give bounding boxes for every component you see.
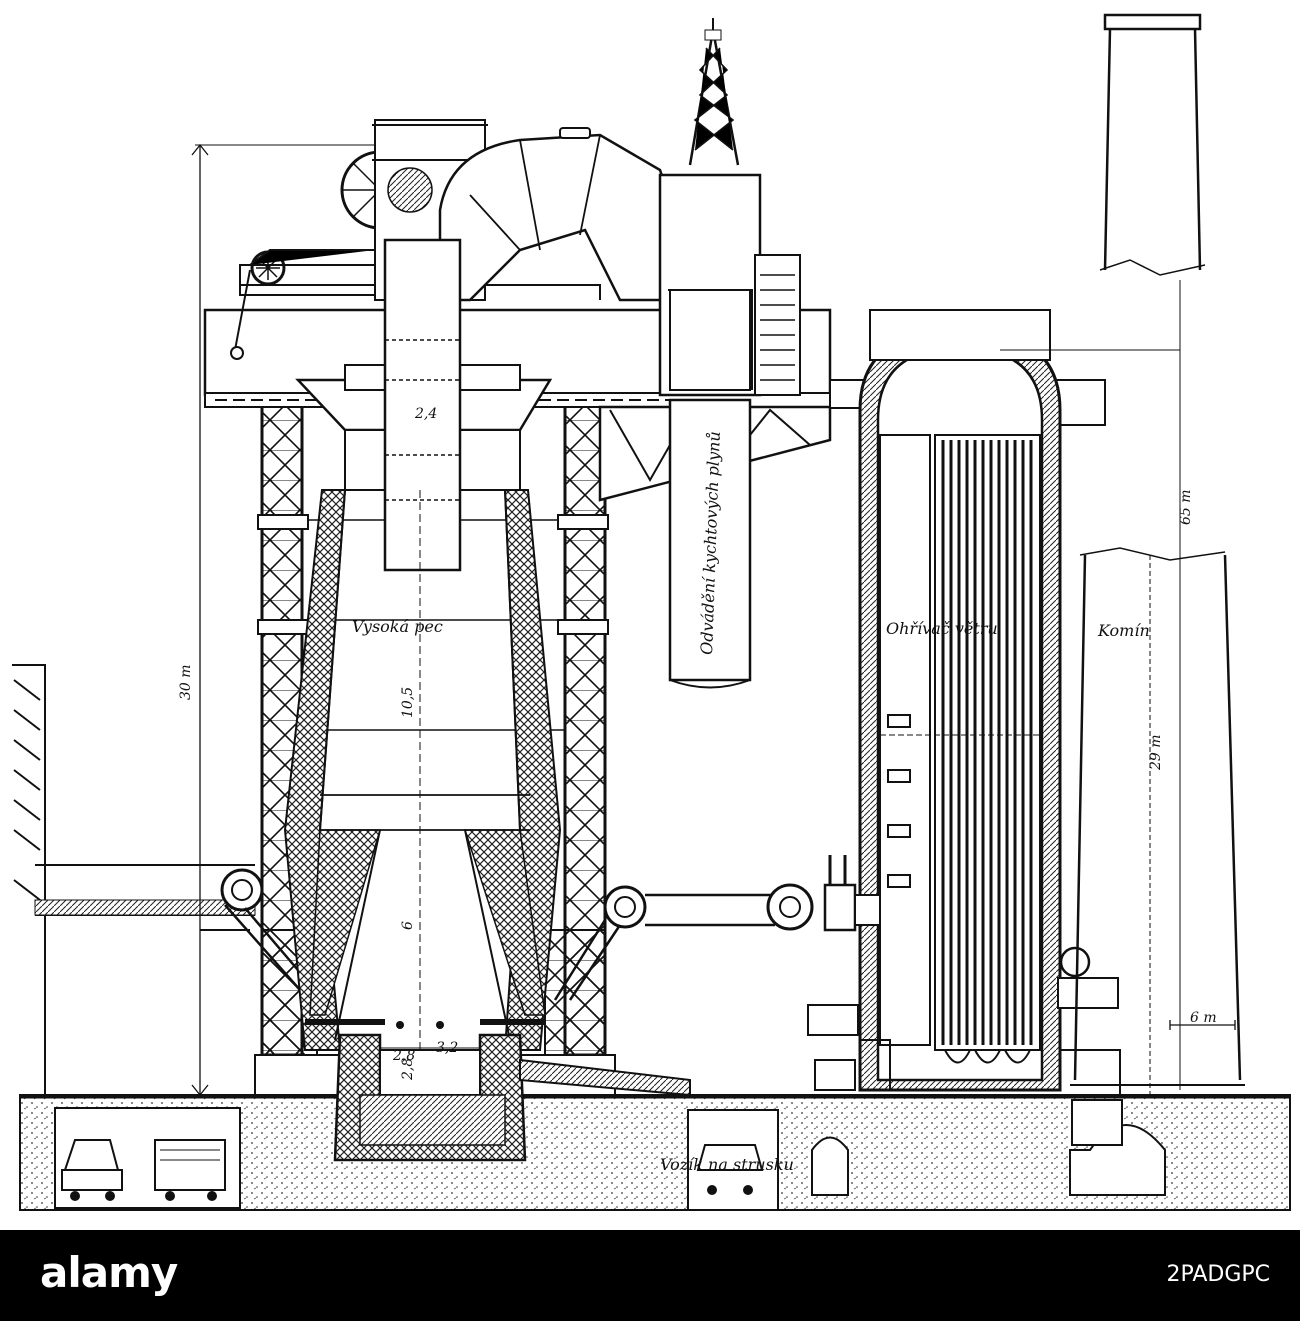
- dim-bosh-height: 6: [400, 921, 416, 930]
- dimension-lines: [191, 143, 1180, 1097]
- blast-furnace: [283, 167, 775, 1162]
- dim-top-width: 2,4: [414, 406, 437, 422]
- dim-chimney-base: 6 m: [1190, 1010, 1217, 1026]
- watermark-logo: alamy: [40, 1248, 178, 1297]
- blast-furnace-cross-section: Vysoká pec Ohřívač větru Komín Odvádění …: [12, 13, 1291, 1211]
- boiler-label: Ohřívač větru: [886, 619, 998, 638]
- tunnel-label: Vozík na strusku: [660, 1155, 794, 1174]
- watermark-bar: [0, 1230, 1300, 1321]
- dim-total-height: 30 m: [178, 664, 194, 700]
- hot-blast-stove: [766, 309, 1121, 1095]
- dim-chimney-height: 65 m: [1178, 489, 1194, 525]
- watermark-image-id: 2PADGPC: [1166, 1262, 1270, 1287]
- dim-hearth-width: 2,8: [392, 1048, 415, 1064]
- gas-offtake: [438, 18, 801, 689]
- chimney: [1070, 13, 1245, 1095]
- dim-shaft-height: 10,5: [400, 687, 416, 718]
- dim-hearth-height: 2,8: [400, 1058, 416, 1081]
- chimney-label: Komín: [1097, 621, 1150, 640]
- dim-chimney-low: 29 m: [1148, 734, 1164, 771]
- dim-hearth-width2: 3,2: [436, 1040, 458, 1056]
- ground-section: [19, 1094, 1291, 1211]
- furnace-label: Vysoká pec: [352, 617, 443, 636]
